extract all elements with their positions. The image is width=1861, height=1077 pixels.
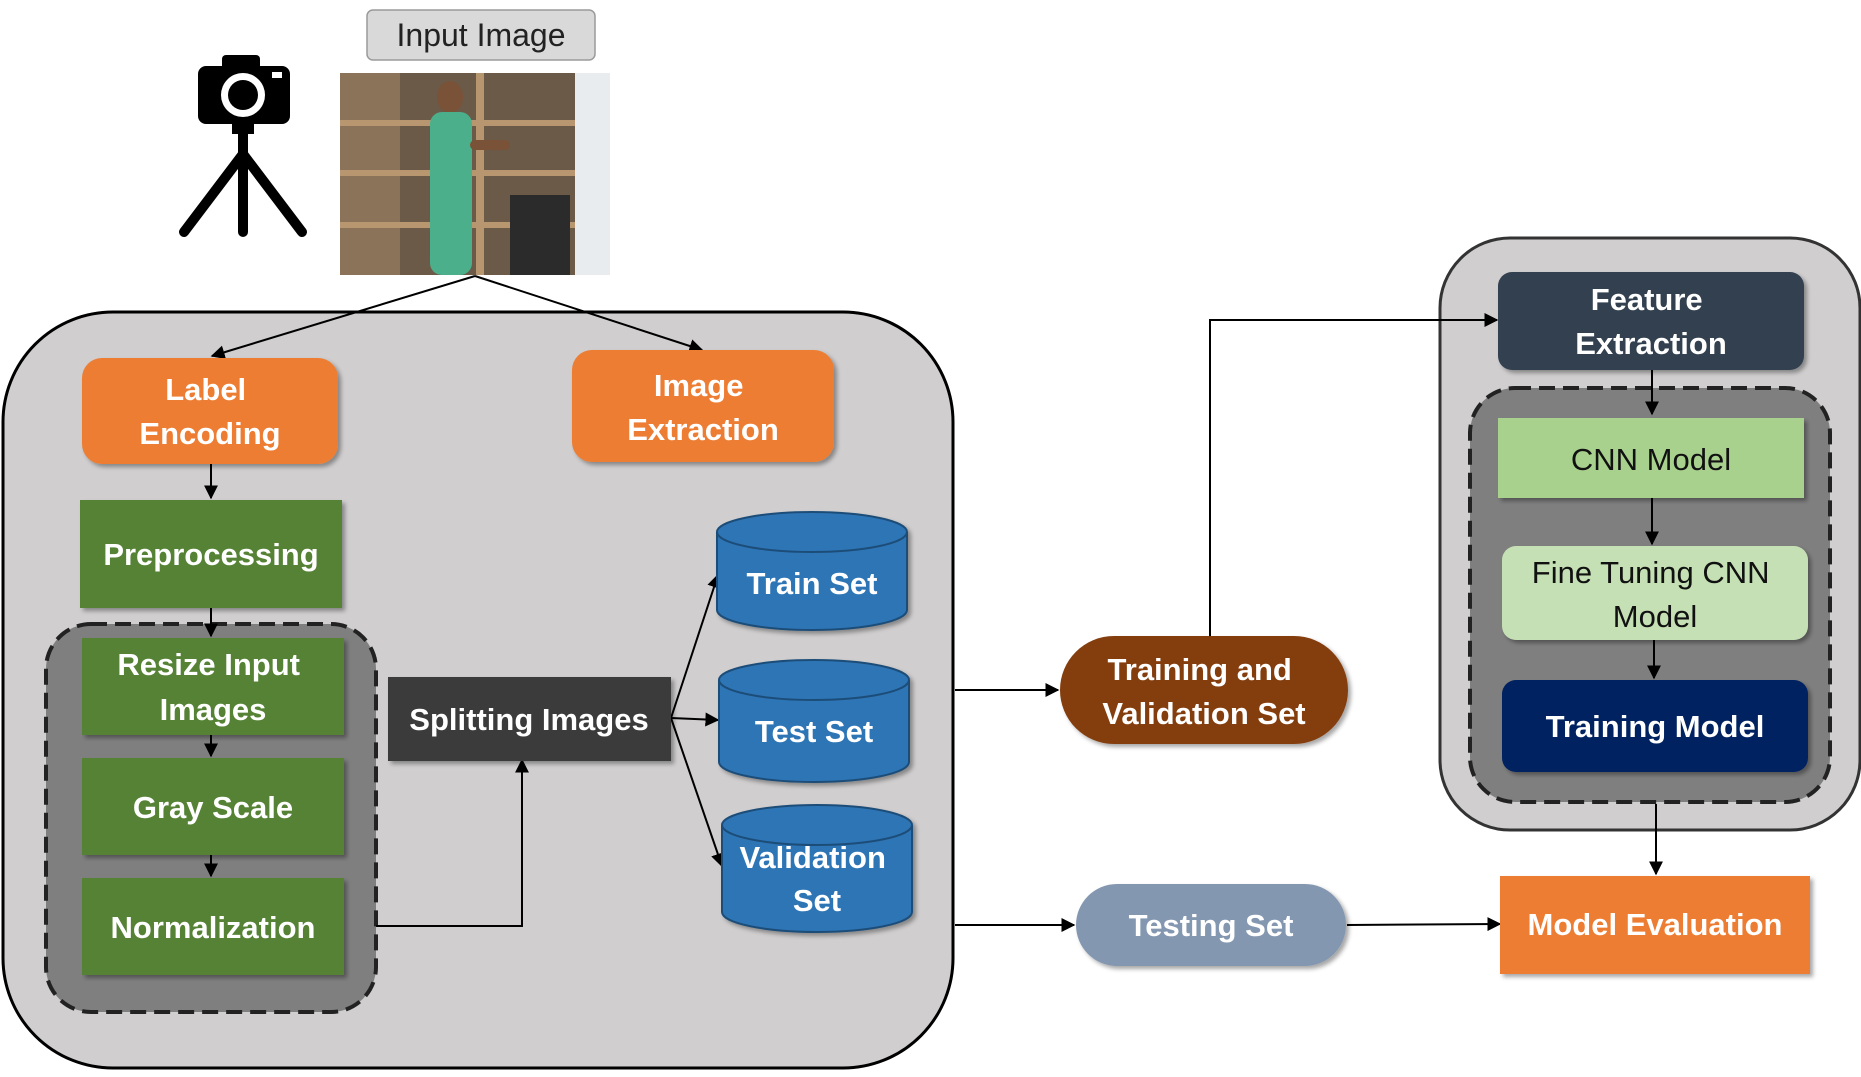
fine-tuning-cnn-model-line2: Model xyxy=(1613,599,1697,634)
training-validation-set-box xyxy=(1060,636,1348,744)
preprocessing-box xyxy=(80,500,342,608)
validation-set-line1: Validation xyxy=(739,840,885,875)
test-set-cylinder xyxy=(718,659,910,783)
svg-text:Label Encoding: Label Encoding xyxy=(139,372,280,451)
splitting-images-label: Splitting Images xyxy=(409,702,648,737)
train-set-label: Train Set xyxy=(747,566,878,601)
input-image-label-box xyxy=(366,9,596,61)
connectors xyxy=(204,275,1663,932)
testing-set-label: Testing Set xyxy=(1129,908,1294,943)
label-encoding-line2: Encoding xyxy=(139,416,280,451)
input-image-label: Input Image xyxy=(397,17,566,53)
validation-set-line2: Set xyxy=(793,883,841,918)
image-extraction-line2: Extraction xyxy=(627,412,779,447)
gray-scale-box xyxy=(82,758,344,855)
training-validation-set-line1: Training and xyxy=(1108,652,1292,687)
cnn-model-box xyxy=(1498,418,1804,498)
train-set-cylinder xyxy=(716,511,908,631)
svg-text:Image Extraction: Image Extraction xyxy=(627,368,779,447)
cnn-model-label: CNN Model xyxy=(1571,442,1731,477)
svg-text:Fine Tuning CNN Model: Fine Tuning CNN Model xyxy=(1532,555,1778,634)
preprocessing-label: Preprocessing xyxy=(103,537,318,572)
camera-tripod-icon xyxy=(179,55,307,237)
resize-input-images-line1: Resize Input xyxy=(117,647,300,682)
normalization-label: Normalization xyxy=(111,910,316,945)
training-model-label: Training Model xyxy=(1546,709,1765,744)
gray-scale-label: Gray Scale xyxy=(133,790,293,825)
resize-input-images-box xyxy=(82,638,344,735)
svg-text:Training and Validation Se: Training and Validation Set xyxy=(1102,652,1305,731)
svg-text:Resize Input Images: Resize Input Images xyxy=(117,647,308,727)
model-evaluation-label: Model Evaluation xyxy=(1528,907,1783,942)
input-photo xyxy=(340,73,610,275)
splitting-images-box xyxy=(388,677,671,761)
test-set-label: Test Set xyxy=(755,714,873,749)
fine-tuning-cnn-model-box xyxy=(1502,546,1808,640)
model-evaluation-box xyxy=(1500,876,1810,974)
feature-extraction-line1: Feature xyxy=(1591,282,1703,317)
label-encoding-box xyxy=(82,358,338,464)
svg-text:Validation Set: Validation Set xyxy=(739,840,894,918)
resize-input-images-line2: Images xyxy=(160,692,267,727)
training-validation-set-line2: Validation Set xyxy=(1102,696,1305,731)
svg-text:Feature Extraction: Feature Extraction xyxy=(1575,282,1727,361)
feature-extraction-line2: Extraction xyxy=(1575,326,1727,361)
image-extraction-line1: Image xyxy=(654,368,744,403)
validation-set-cylinder xyxy=(721,804,913,933)
training-model-box xyxy=(1502,680,1808,772)
normalization-box xyxy=(82,878,344,975)
testing-set-box xyxy=(1076,884,1346,966)
label-encoding-line1: Label xyxy=(165,372,246,407)
feature-extraction-box xyxy=(1498,272,1804,370)
image-extraction-box xyxy=(572,350,834,462)
fine-tuning-cnn-model-line1: Fine Tuning CNN xyxy=(1532,555,1770,590)
